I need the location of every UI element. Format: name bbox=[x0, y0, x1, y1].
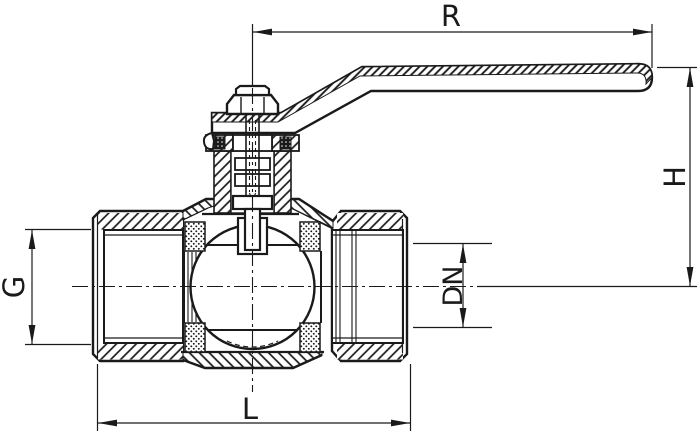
arrowhead-up bbox=[686, 68, 694, 87]
seat-bottom-right bbox=[299, 322, 321, 353]
seat-bottom-left bbox=[184, 322, 206, 353]
dimension-label-L: L bbox=[242, 392, 258, 426]
stem-drill-hidden bbox=[248, 120, 257, 192]
seat-top-right bbox=[299, 221, 321, 252]
arrowhead-down bbox=[28, 325, 36, 344]
arrowhead-down bbox=[686, 267, 694, 286]
stem-seal-right bbox=[279, 136, 292, 150]
ball-seats bbox=[184, 221, 321, 353]
arrowhead-left bbox=[98, 419, 117, 427]
handle-end-tab bbox=[202, 131, 216, 151]
handle bbox=[202, 62, 654, 151]
bonnet-neck bbox=[205, 134, 300, 214]
dimension-label-G: G bbox=[0, 276, 31, 298]
body-shoulders bbox=[182, 197, 334, 230]
centerlines bbox=[72, 88, 477, 392]
arrowhead-right bbox=[633, 28, 652, 36]
arrowhead-up bbox=[28, 230, 36, 249]
dimension-L: L bbox=[96, 364, 412, 431]
arrowhead-up bbox=[459, 244, 467, 263]
dimension-DN: DN bbox=[413, 242, 492, 329]
arrowhead-right bbox=[391, 419, 410, 427]
dimension-G: G bbox=[0, 228, 91, 346]
stem-seal-left bbox=[213, 136, 226, 150]
hex-nut bbox=[225, 93, 280, 116]
arrowhead-left bbox=[253, 28, 272, 36]
handle-section-hatch bbox=[211, 63, 653, 123]
dimension-H: H bbox=[477, 66, 697, 288]
dimension-label-R: R bbox=[441, 0, 461, 33]
dimension-label-H: H bbox=[658, 166, 692, 188]
seat-top-left bbox=[184, 221, 206, 252]
dimension-label-DN: DN bbox=[438, 266, 469, 307]
dimension-R: R bbox=[251, 0, 653, 87]
arrowhead-down bbox=[459, 308, 467, 327]
